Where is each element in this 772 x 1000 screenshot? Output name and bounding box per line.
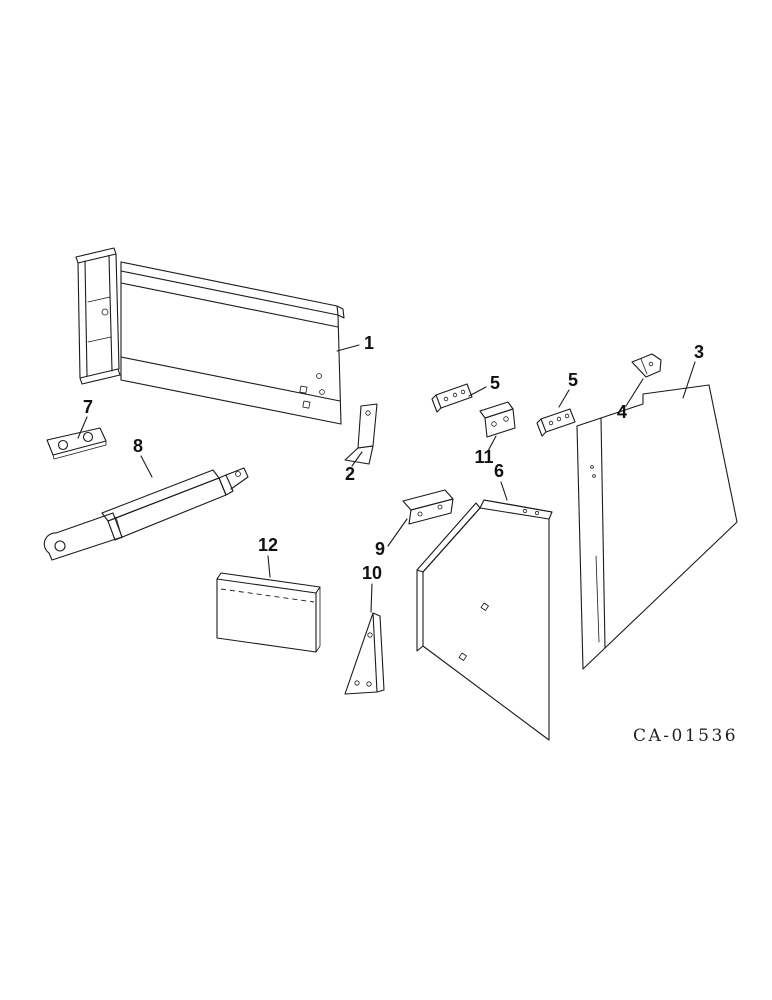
- part-label-11: 11: [474, 447, 493, 467]
- part-1-beam-drawing: [120, 261, 345, 425]
- leader-line: [682, 361, 696, 399]
- part-label-4: 4: [617, 402, 627, 422]
- part-7-plate-drawing: [46, 427, 107, 460]
- part-label-7: 7: [83, 397, 93, 417]
- part-4-tab-drawing: [631, 353, 662, 378]
- part-label-6: 6: [494, 461, 504, 481]
- leader-line: [500, 481, 508, 501]
- part-5-left-plate-drawing: [431, 383, 473, 413]
- part-labels: 1 2 3 4 5 5 6 7 8 9 10 11 12: [83, 333, 704, 583]
- part-label-5-right: 5: [568, 370, 578, 390]
- part-9-bracket-drawing: [402, 489, 454, 525]
- leader-line: [387, 518, 408, 547]
- part-label-10: 10: [362, 563, 382, 583]
- leader-line: [351, 451, 363, 467]
- part-label-3: 3: [694, 342, 704, 362]
- leader-line: [487, 435, 497, 452]
- part-label-2: 2: [345, 464, 355, 484]
- part-3-panel-drawing: [576, 384, 738, 670]
- part-6-panel-drawing: [416, 499, 553, 741]
- figure-reference-code: CA-01536: [633, 726, 738, 746]
- leader-line: [468, 386, 487, 397]
- leader-line: [267, 555, 271, 578]
- part-12-plate-drawing: [216, 572, 321, 653]
- leader-line: [77, 416, 88, 439]
- channel-end-bracket-drawing: [75, 247, 121, 385]
- leader-line: [140, 455, 153, 478]
- part-5-right-plate-drawing: [536, 408, 576, 437]
- part-label-1: 1: [364, 333, 374, 353]
- leader-line: [558, 389, 570, 408]
- part-label-8: 8: [133, 436, 143, 456]
- leader-line: [370, 583, 373, 613]
- part-11-bracket-drawing: [479, 401, 516, 438]
- part-10-gusset-drawing: [344, 612, 385, 695]
- part-2-bracket-drawing: [344, 403, 378, 465]
- leader-line: [625, 378, 644, 407]
- part-label-12: 12: [258, 535, 278, 555]
- leader-lines: [77, 344, 696, 613]
- part-8-arm-drawing: [43, 467, 249, 561]
- part-label-9: 9: [375, 539, 385, 559]
- leader-line: [336, 344, 360, 352]
- part-label-5-left: 5: [490, 373, 500, 393]
